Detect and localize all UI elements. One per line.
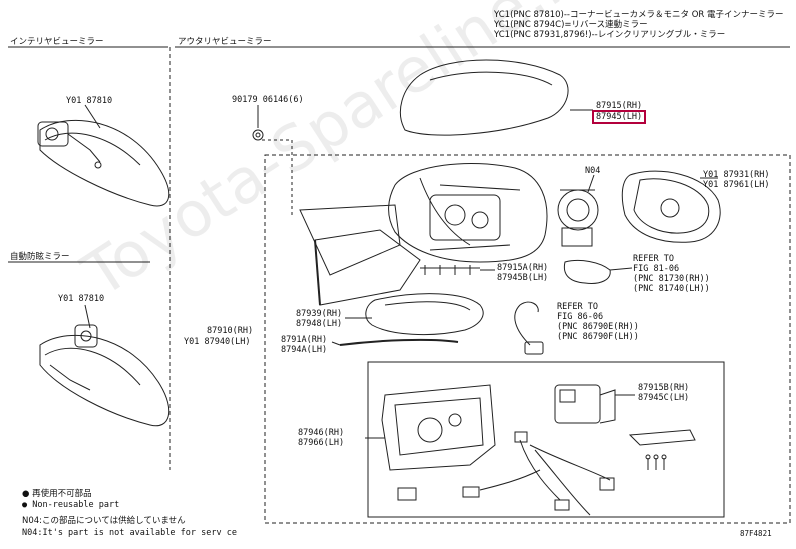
callout-87948-lh[interactable]: 87948(LH) [296,319,343,329]
header-note-2: YC1(PNC 8794C)=リバース連動ミラー [494,20,648,30]
callout-90179[interactable]: 90179 06146(6) [232,95,304,105]
subassembly-frame [367,361,725,518]
mirror-cover-drawing [399,59,569,136]
legend-n04-en: N04:It's part is not available for serv … [22,528,237,538]
clip-row-drawing [420,265,480,275]
refer-fig81-line2[interactable]: FIG 81-06 [633,264,680,274]
lamp-connector-drawing [563,259,633,284]
callout-87945-lh-highlighted[interactable]: 87945(LH) [592,110,647,124]
turn-lamp-drawing [365,293,484,336]
callout-87966-lh[interactable]: 87966(LH) [298,438,345,448]
wire-harness-top-drawing [514,301,544,355]
garnish-drawing [628,429,696,446]
motor-subassembly-drawing [554,384,616,424]
refer-fig86-line2[interactable]: FIG 86-06 [557,312,604,322]
callout-87961-lh[interactable]: Y01 87961(LH) [703,180,770,190]
refer-fig86-line3: (PNC 86790E(RH)) [557,322,639,332]
callout-87939-rh[interactable]: 87939(RH) [296,309,343,319]
clip-drawing [252,129,264,141]
refer-fig81-line3: (PNC 81730(RH)) [633,274,710,284]
n04-motor-drawing [557,189,599,247]
small-connector-drawing [397,487,417,501]
callout-87940-lh[interactable]: Y01 87940(LH) [184,337,251,347]
callout-87810-b[interactable]: Y01 87810 [58,294,105,304]
header-note-3: YC1(PNC 87931,8796!)--レインクリアリングブル・ミラー [494,30,726,40]
wire-harness-drawing [462,431,615,516]
callout-87945c-lh[interactable]: 87945C(LH) [638,393,690,403]
refer-fig86-line4: (PNC 86790F(LH)) [557,332,639,342]
assembly-frame [264,154,791,524]
mirror-glass-carrier-drawing [381,384,496,471]
legend-non-reusable-en: ● Non-reusable part [22,500,120,510]
section-title-outer: アウタリヤビューミラー [178,37,272,47]
interior-mirror-drawing [37,119,170,207]
mirror-glass-drawing [621,170,721,243]
callout-87910-rh[interactable]: 87910(RH) [207,326,254,336]
callout-87931-rh[interactable]: Y01 87931(RH) [703,170,770,180]
section-title-auto-dim: 自動防眩ミラー [10,252,70,262]
header-note-1: YC1(PNC 87810)--コーナービューカメラ＆モニタ OR 電子インナー… [494,10,784,20]
refer-fig81-line1: REFER TO [633,254,674,264]
auto-dimming-mirror-drawing [39,324,170,427]
callout-87810-a[interactable]: Y01 87810 [66,96,113,106]
refer-fig81-line4: (PNC 81740(LH)) [633,284,710,294]
callout-87946-rh[interactable]: 87946(RH) [298,428,345,438]
legend-non-reusable-jp: ● 再使用不可部品 [22,489,92,499]
refer-fig86-line1: REFER TO [557,302,598,312]
callout-8791a-rh[interactable]: 8791A(RH) [281,335,328,345]
callout-87915-rh[interactable]: 87915(RH) [596,101,643,111]
callout-87945b-lh[interactable]: 87945B(LH) [497,273,549,283]
callout-87915a-rh[interactable]: 87915A(RH) [497,263,549,273]
legend-n04-jp: N04:この部品については供給していません [22,516,186,526]
screws-drawing [645,454,667,470]
callout-87915b-rh[interactable]: 87915B(RH) [638,383,690,393]
mirror-housing-drawing [299,163,548,276]
callout-8794a-lh[interactable]: 8794A(LH) [281,345,328,355]
section-title-interior: インテリヤビューミラー [10,37,104,47]
moulding-drawing [339,338,459,346]
figure-code: 87F4821 [740,529,772,538]
callout-n04[interactable]: N04 [585,166,601,176]
